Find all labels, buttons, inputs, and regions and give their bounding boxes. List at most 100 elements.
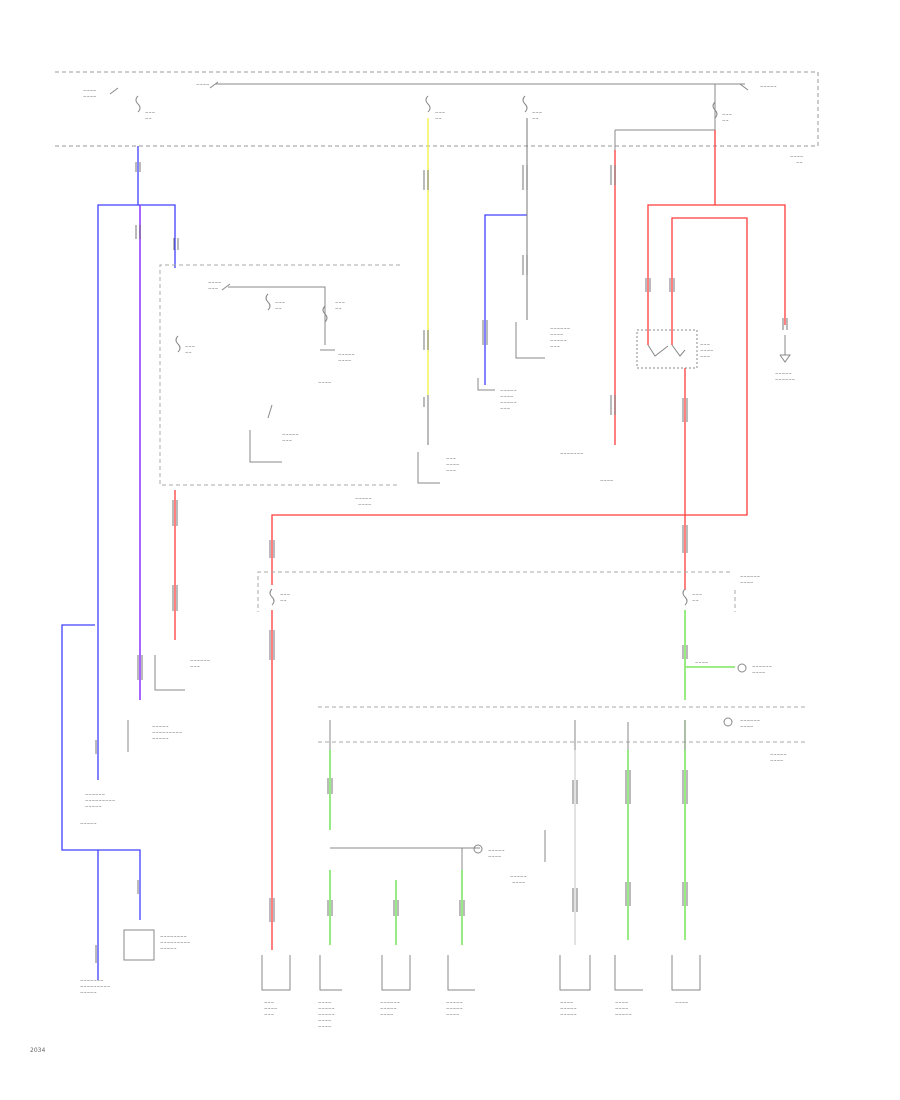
- svg-text:~~~: ~~~: [722, 112, 732, 117]
- svg-text:~~~~: ~~~~: [790, 154, 803, 159]
- svg-text:~~: ~~: [692, 598, 699, 603]
- svg-text:~~~: ~~~: [275, 300, 285, 305]
- svg-text:~~~~~: ~~~~~: [446, 1006, 463, 1011]
- svg-text:~~~: ~~~: [190, 664, 200, 669]
- wire-blue-mid: [484, 214, 527, 385]
- svg-text:~~~~~: ~~~~~: [80, 990, 97, 995]
- svg-text:~~~~~: ~~~~~: [560, 1012, 577, 1017]
- svg-text:~~~~~~: ~~~~~~: [190, 658, 210, 663]
- svg-text:~~~~~~~~: ~~~~~~~~: [160, 934, 187, 939]
- svg-text:~~: ~~: [335, 306, 342, 311]
- svg-text:~~~: ~~~: [145, 110, 155, 115]
- svg-text:~~~~: ~~~~: [550, 332, 563, 337]
- svg-text:~~~~: ~~~~: [196, 82, 209, 87]
- component-labels: ~~~~~~~~~~ ~~~~~~~~~~~~~~~~~~ ~~~~~~~~~~…: [80, 326, 795, 1029]
- svg-text:~~~~: ~~~~: [318, 1024, 331, 1029]
- svg-text:~~~~: ~~~~: [500, 394, 513, 399]
- svg-text:~~~: ~~~: [700, 354, 710, 359]
- svg-text:~~: ~~: [532, 116, 539, 121]
- svg-text:~~~~~: ~~~~~: [152, 736, 169, 741]
- svg-text:~~~~: ~~~~: [380, 1012, 393, 1017]
- svg-text:~~~~: ~~~~: [512, 880, 525, 885]
- svg-text:~~~~~~: ~~~~~~: [740, 718, 760, 723]
- svg-text:~~~: ~~~: [532, 110, 542, 115]
- svg-text:~~~: ~~~: [700, 342, 710, 347]
- svg-text:~~~~: ~~~~: [446, 1012, 459, 1017]
- svg-text:~~~~~~~~~: ~~~~~~~~~: [80, 984, 110, 989]
- svg-text:~~: ~~: [145, 116, 152, 121]
- svg-text:~~~~: ~~~~: [208, 280, 221, 285]
- svg-text:~~~~: ~~~~: [264, 1006, 277, 1011]
- top-fuse-box: [55, 71, 819, 147]
- svg-text:~~~~~~: ~~~~~~: [550, 326, 570, 331]
- wire-blue-left: [61, 146, 176, 980]
- svg-text:~~~~~~: ~~~~~~: [752, 664, 772, 669]
- svg-text:~~~~~~: ~~~~~~: [380, 1000, 400, 1005]
- svg-text:~~~~~: ~~~~~: [550, 338, 567, 343]
- page-ref: 2034: [30, 1047, 45, 1054]
- svg-text:~~~: ~~~: [282, 438, 292, 443]
- svg-text:~~~~: ~~~~: [615, 1006, 628, 1011]
- module-box-left-labels: ~~~~~~~ ~~~~~ ~~~~~ ~~~~~ ~~~~~~~~~ ~~~~…: [185, 280, 372, 507]
- svg-text:~~~~~~~~~: ~~~~~~~~~: [152, 730, 182, 735]
- svg-text:~~: ~~: [435, 116, 442, 121]
- svg-text:~~~: ~~~: [264, 1012, 274, 1017]
- svg-text:~~~~~: ~~~~~: [318, 1012, 335, 1017]
- svg-text:~~~~~: ~~~~~: [152, 724, 169, 729]
- svg-text:~~~: ~~~: [335, 300, 345, 305]
- lower-labels: ~~~~~ ~~~~~ ~~~~~~~~~~ ~~~~ ~~~~~~~~~~ ~…: [280, 574, 787, 885]
- module-box-left: [159, 264, 400, 486]
- svg-text:~~~~~: ~~~~~: [338, 352, 355, 357]
- svg-text:~~: ~~: [796, 160, 803, 165]
- svg-text:~~~~~~~: ~~~~~~~: [560, 451, 583, 456]
- svg-text:~~~~~: ~~~~~: [560, 1006, 577, 1011]
- svg-text:~~~~: ~~~~: [83, 88, 96, 93]
- svg-text:~~~~~: ~~~~~: [760, 84, 777, 89]
- svg-text:~~~~~: ~~~~~: [318, 1006, 335, 1011]
- top-bus-bar: [215, 83, 745, 150]
- svg-text:~~~~~: ~~~~~: [510, 874, 527, 879]
- svg-text:~~: ~~: [280, 598, 287, 603]
- svg-text:~~~~~: ~~~~~: [615, 1012, 632, 1017]
- wire-red: [174, 130, 786, 950]
- svg-text:~~~: ~~~: [435, 110, 445, 115]
- wire-green: [329, 610, 735, 945]
- svg-text:~~~~~: ~~~~~: [488, 848, 505, 853]
- svg-text:~~~: ~~~: [692, 592, 702, 597]
- svg-text:~~~~: ~~~~: [675, 1000, 688, 1005]
- svg-text:~~~~~~~~~: ~~~~~~~~~: [160, 940, 190, 945]
- svg-text:~~~~~: ~~~~~: [355, 496, 372, 501]
- lower-fuse-symbols: [269, 588, 747, 854]
- svg-text:~~~: ~~~: [208, 286, 218, 291]
- svg-text:~~~~~: ~~~~~: [80, 821, 97, 826]
- svg-text:~~~~: ~~~~: [615, 1000, 628, 1005]
- svg-text:~~~~~~: ~~~~~~: [85, 792, 105, 797]
- svg-text:~~~~: ~~~~: [700, 348, 713, 353]
- svg-text:~~~: ~~~: [185, 344, 195, 349]
- svg-text:~~~~~: ~~~~~: [775, 371, 792, 376]
- fuse-symbol-icon: [109, 81, 749, 119]
- svg-text:~~~~~: ~~~~~: [282, 432, 299, 437]
- svg-text:~~~~~: ~~~~~: [500, 400, 517, 405]
- svg-text:~~~: ~~~: [280, 592, 290, 597]
- svg-text:~~~~: ~~~~: [83, 94, 96, 99]
- svg-text:~~~~~: ~~~~~: [160, 946, 177, 951]
- svg-text:~~~: ~~~: [264, 1000, 274, 1005]
- svg-text:~~~: ~~~: [446, 468, 456, 473]
- top-box-labels: ~~~~~~~~ ~~~~ ~~~~~ ~~~~~ ~~~~~ ~~~~~ ~~…: [83, 82, 803, 165]
- svg-text:~~~~~~: ~~~~~~: [775, 377, 795, 382]
- svg-text:~~~~: ~~~~: [600, 478, 613, 483]
- svg-text:~~~~: ~~~~: [560, 1000, 573, 1005]
- svg-text:~~~~: ~~~~: [318, 380, 331, 385]
- svg-text:~~~~: ~~~~: [695, 660, 708, 665]
- wire-black-splice: [330, 847, 480, 870]
- svg-text:~~~~: ~~~~: [740, 580, 753, 585]
- svg-text:~~~~~: ~~~~~: [770, 752, 787, 757]
- connector-icon: [95, 162, 788, 963]
- svg-text:~~~~: ~~~~: [770, 758, 783, 763]
- svg-text:~~~~~~~~~: ~~~~~~~~~: [85, 798, 115, 803]
- svg-text:~~~~: ~~~~: [338, 358, 351, 363]
- svg-text:~~~~~: ~~~~~: [500, 388, 517, 393]
- svg-text:~~~~~: ~~~~~: [446, 1000, 463, 1005]
